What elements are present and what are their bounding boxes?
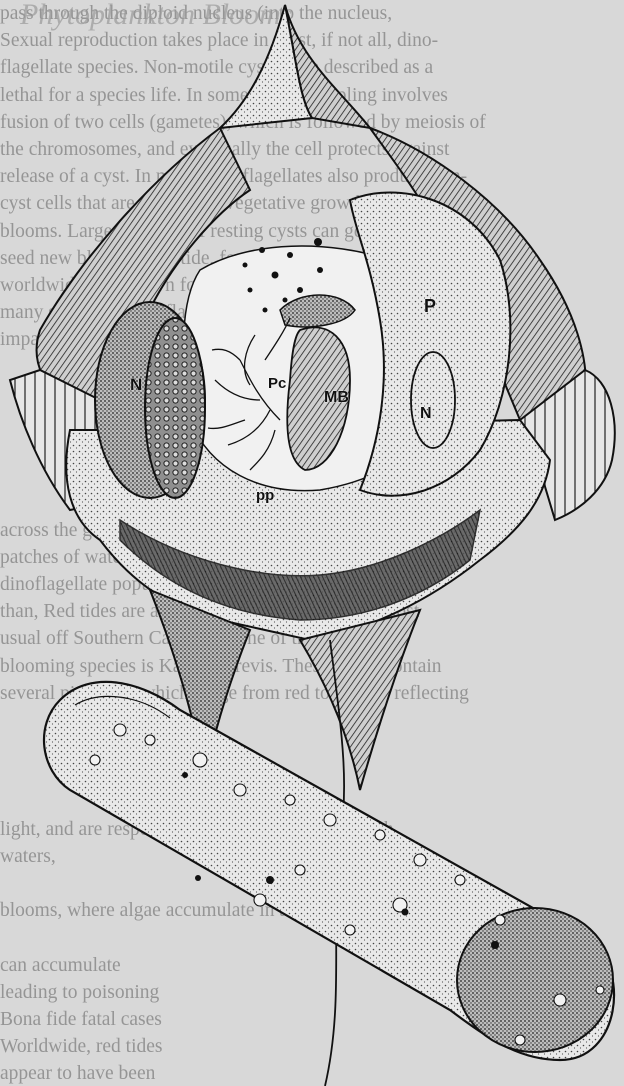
nucleus-right — [411, 352, 455, 448]
label-pusule-pore: pp — [256, 487, 274, 504]
label-nucleus-left: N — [130, 375, 142, 394]
label-pusule-canal: Pc — [268, 375, 286, 392]
label-pusule: P — [424, 296, 436, 316]
label-nucleus-right: N — [420, 405, 432, 422]
antapical-horn-right — [300, 610, 420, 790]
elongated-cell — [44, 682, 614, 1060]
label-microbody: MB — [324, 389, 349, 406]
